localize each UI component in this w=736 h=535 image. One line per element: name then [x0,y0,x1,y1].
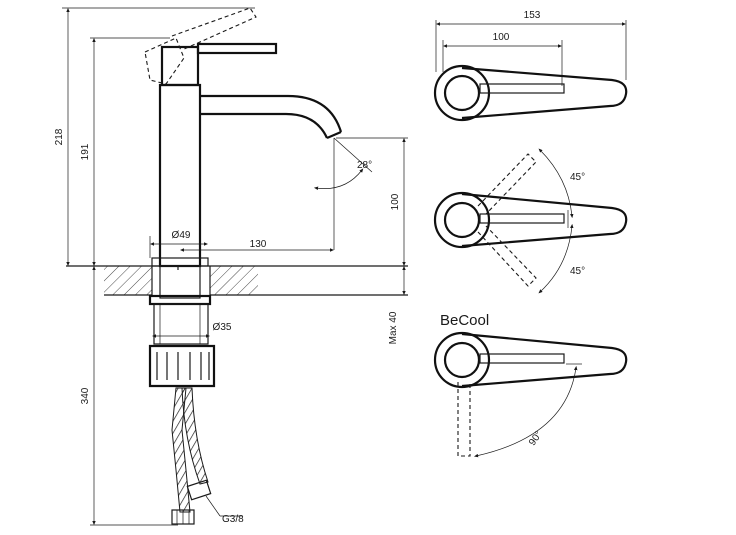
top-view: 153 100 [433,10,628,122]
dimension-100-top: 100 [442,32,563,86]
dim-191-label: 191 [80,143,91,160]
lever-handle [144,7,278,87]
dimension-thread-g38: G3/8 [205,495,244,525]
dimension-153: 153 [435,10,627,80]
dim-100-side-label: 100 [390,193,401,210]
fixing-nut [148,344,216,388]
dim-thread-label: G3/8 [222,514,244,525]
flexible-hoses [171,387,212,525]
rotation-view: 45° 45° [433,148,628,294]
spout [200,94,343,140]
lever-rotated-up [477,153,537,215]
side-view: 218 191 340 [54,7,408,526]
dimension-100-height: 100 [336,137,408,267]
dim-130-label: 130 [250,239,267,250]
dimension-diameter-49: Ø49 [149,230,209,258]
dim-153-label: 153 [524,10,541,21]
mounting-shank [148,265,212,345]
dimension-28-degrees: 28° [313,137,373,250]
dimension-218: 218 [54,7,255,267]
dim-diameter-49-label: Ø49 [172,230,191,241]
countertop-section [66,265,408,296]
top-view-shape [433,64,628,122]
becool-brand-label: BeCool [440,312,489,329]
dimension-340: 340 [80,265,178,526]
dim-218-label: 218 [54,128,65,145]
dim-diameter-35-label: Ø35 [213,322,232,333]
lever-rotated-down [477,225,537,287]
becool-view: BeCool 90° [433,312,628,458]
angle-upper-label: 45° [570,172,585,183]
faucet-body [151,83,209,270]
rotation-view-shape [433,191,628,249]
lever-rotated-90 [457,382,471,457]
dimension-diameter-35: Ø35 [151,322,232,338]
dim-340-label: 340 [80,387,91,404]
dim-100-top-label: 100 [493,32,510,43]
dimension-191: 191 [80,37,170,267]
angle-90-label: 90° [527,429,545,448]
dim-28-label: 28° [357,160,372,171]
dim-max-40-label: Max 40 [388,311,399,344]
dimension-130: 130 [179,239,335,252]
dimension-max-40: Max 40 [388,265,406,344]
angle-arc-upper: 45° [538,148,585,219]
angle-lower-label: 45° [570,266,585,277]
angle-arc-lower: 45° [538,223,585,294]
becool-view-shape [433,331,628,389]
